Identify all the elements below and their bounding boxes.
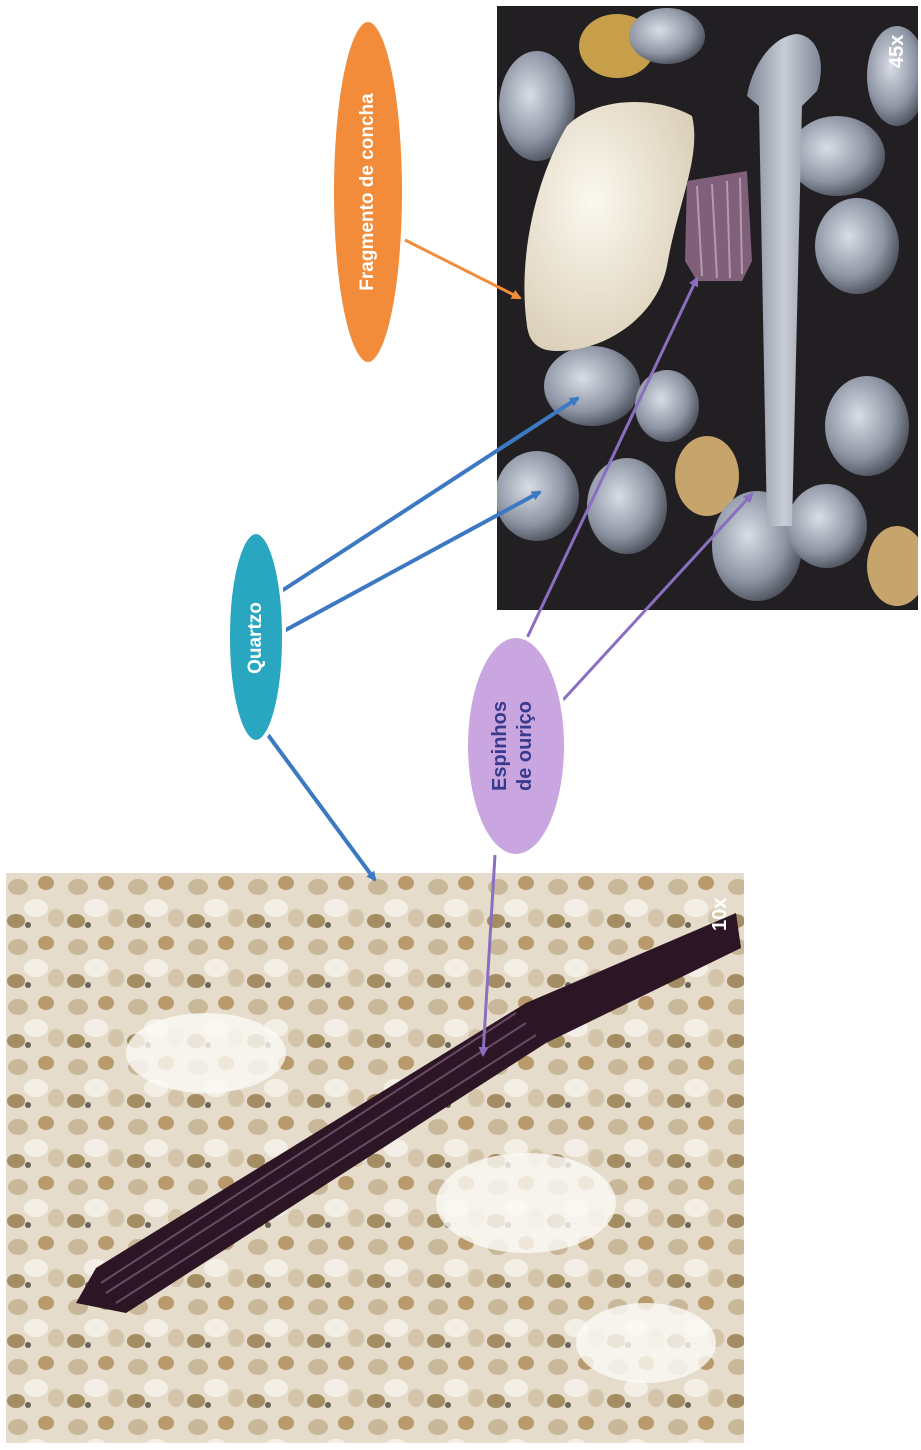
urchin-spines-label-line2: de ouriço bbox=[513, 691, 537, 801]
urchin-spines-label-line1: Espinhos bbox=[488, 691, 512, 801]
magnification-10x-label: 10x bbox=[708, 891, 732, 931]
shell-fragment-label: Fragmento de concha bbox=[356, 92, 380, 292]
sand-grains-45x-image bbox=[497, 6, 918, 610]
photo-10x-magnification: 10x bbox=[6, 873, 744, 1443]
sand-grains-10x-image bbox=[6, 873, 744, 1443]
quartz-arrow-to-10x bbox=[268, 735, 375, 880]
magnification-45x-label: 45x bbox=[885, 28, 909, 68]
quartz-label: Quartzo bbox=[244, 588, 268, 688]
photo-45x-magnification: 45x bbox=[497, 6, 918, 610]
